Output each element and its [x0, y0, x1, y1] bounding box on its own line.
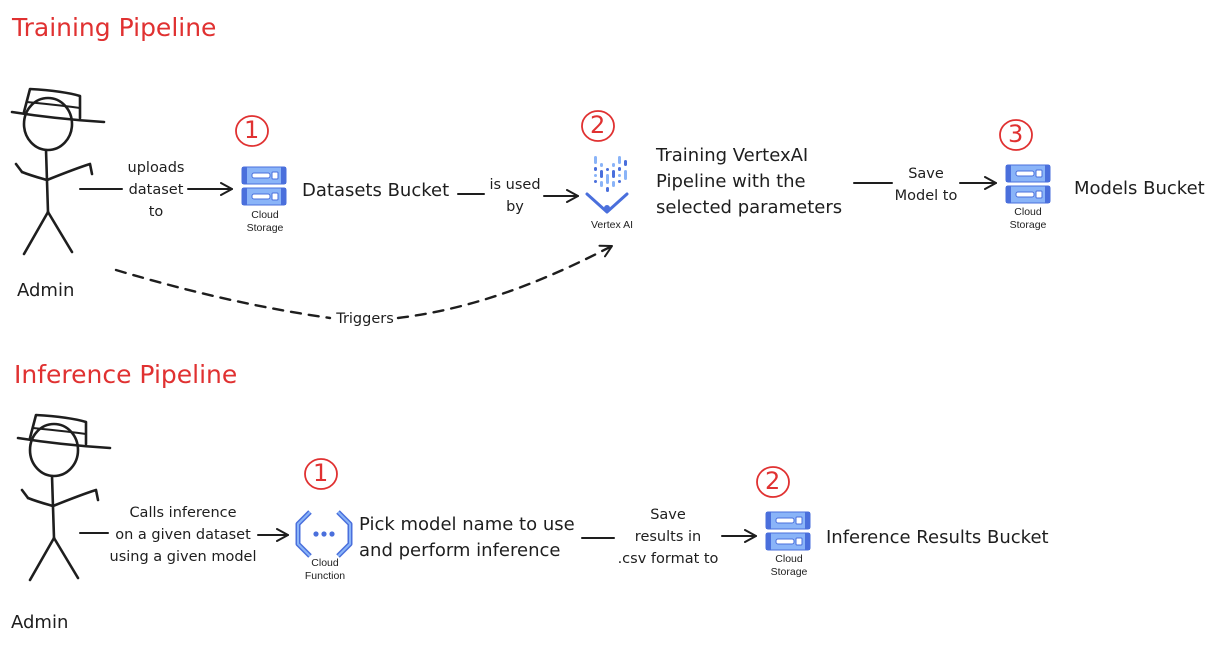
inference-admin-label: Admin	[11, 612, 69, 633]
cloud-storage-caption-datasets-line2: Storage	[246, 222, 284, 234]
cloud-storage-icon-results	[765, 511, 811, 551]
admin-stick-figure-training	[10, 87, 106, 256]
models-bucket-label: Models Bucket	[1074, 178, 1205, 199]
arrow-triggers-tail	[114, 268, 332, 320]
cloud-function-icon	[295, 510, 353, 558]
vertex-ai-icon	[585, 156, 629, 214]
edge-label-used-line1: is used	[489, 177, 541, 193]
edge-label-triggers: Triggers	[336, 311, 394, 327]
edge-label-upload-line3: to	[148, 204, 164, 220]
vertex-ai-caption: Vertex AI	[590, 219, 634, 231]
admin-stick-figure-inference	[16, 413, 112, 582]
cloud-function-caption: Cloud Function	[297, 557, 353, 583]
inference-step-1-number: 1	[313, 459, 329, 487]
training-step-1-number: 1	[244, 116, 260, 144]
training-pipeline-description: Training VertexAI Pipeline with the sele…	[656, 143, 842, 221]
cloud-storage-caption-models: Cloud Storage	[1004, 206, 1052, 232]
inference-step-2-circle	[756, 466, 790, 498]
arrow-triggers-head	[396, 244, 614, 320]
edge-label-used-line2: by	[506, 199, 524, 215]
cloud-storage-caption-results: Cloud Storage	[765, 553, 813, 579]
edge-label-upload: uploads dataset to	[118, 157, 194, 223]
edge-label-save-results-line3: .csv format to	[617, 551, 719, 567]
edge-label-save-results: Save results in .csv format to	[612, 504, 724, 570]
training-pipeline-line3: selected parameters	[656, 197, 843, 218]
cloud-storage-caption-models-line2: Storage	[1009, 219, 1047, 231]
step-1-circle	[235, 115, 269, 147]
cloud-storage-icon-models	[1005, 164, 1051, 204]
pick-model-description: Pick model name to use and perform infer…	[359, 512, 575, 564]
edge-label-used: is used by	[484, 174, 546, 218]
edge-label-save-results-line1: Save	[650, 507, 686, 523]
training-pipeline-line2: Pipeline with the	[656, 171, 806, 192]
edge-label-save-model: Save Model to	[888, 163, 964, 207]
inference-results-bucket-label: Inference Results Bucket	[826, 527, 1049, 548]
training-admin-label: Admin	[17, 280, 75, 301]
edge-label-calls-line2: on a given dataset	[115, 527, 251, 543]
edge-label-calls: Calls inference on a given dataset using…	[104, 502, 262, 568]
inference-step-1-circle	[304, 458, 338, 490]
pick-model-line1: Pick model name to use	[359, 514, 575, 535]
training-pipeline-heading: Training Pipeline	[12, 13, 217, 42]
training-step-3-number: 3	[1008, 120, 1024, 148]
pick-model-line2: and perform inference	[359, 540, 561, 561]
inference-step-2-number: 2	[765, 467, 781, 495]
edge-label-save-model-line2: Model to	[894, 188, 958, 204]
edge-label-save-results-line2: results in	[634, 529, 702, 545]
cloud-storage-caption-datasets-line1: Cloud	[251, 209, 279, 221]
cloud-function-caption-line1: Cloud	[311, 557, 339, 569]
step-3-circle	[999, 119, 1033, 151]
cloud-function-caption-line2: Function	[304, 570, 346, 582]
edge-label-upload-line1: uploads	[127, 160, 185, 176]
datasets-bucket-label: Datasets Bucket	[302, 180, 450, 201]
training-pipeline-line1: Training VertexAI	[656, 145, 809, 166]
inference-pipeline-heading: Inference Pipeline	[14, 360, 238, 389]
cloud-storage-caption-models-line1: Cloud	[1014, 206, 1042, 218]
cloud-storage-icon-datasets	[241, 166, 287, 206]
step-2-circle	[581, 110, 615, 142]
training-step-2-number: 2	[590, 111, 606, 139]
cloud-storage-caption-results-line1: Cloud	[775, 553, 803, 565]
edge-label-save-model-line1: Save	[908, 166, 944, 182]
edge-label-calls-line3: using a given model	[109, 549, 257, 565]
cloud-storage-caption-results-line2: Storage	[770, 566, 808, 578]
edge-label-upload-line2: dataset	[128, 182, 184, 198]
edge-label-calls-line1: Calls inference	[129, 505, 237, 521]
cloud-storage-caption-datasets: Cloud Storage	[241, 209, 289, 235]
